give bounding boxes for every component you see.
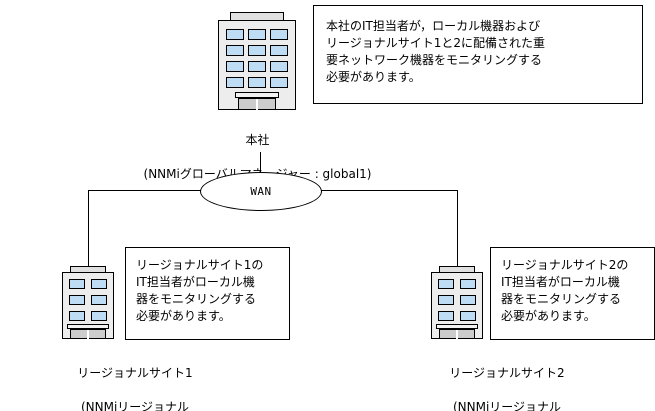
- regional-site-1-building-icon: [62, 266, 114, 339]
- connector-wan-to-site2-vertical: [457, 190, 458, 268]
- regional-site-1-callout-text: リージョナルサイト1の IT担当者がローカル機 器をモニタリングする 必要があり…: [136, 258, 264, 323]
- building-window: [460, 279, 476, 289]
- headquarters-name: 本社: [245, 133, 270, 147]
- building-window: [91, 311, 107, 321]
- building-window: [248, 45, 266, 56]
- connector-wan-to-site1-vertical: [88, 190, 89, 268]
- building-window: [270, 61, 288, 72]
- building-window: [226, 61, 244, 72]
- building-window: [226, 45, 244, 56]
- wan-label: WAN: [250, 185, 272, 198]
- regional-site-2-caption: リージョナルサイト2 (NNMiリージョナル マネージャー : regional…: [372, 348, 642, 411]
- regional-site-1-subtitle: (NNMiリージョナル マネージャー : regional1): [80, 400, 190, 411]
- headquarters-building-icon: [218, 12, 296, 110]
- building-door-split: [87, 330, 89, 339]
- building-window: [460, 295, 476, 305]
- building-window: [460, 311, 476, 321]
- regional-site-2-callout-box: リージョナルサイト2の IT担当者がローカル機 器をモニタリングする 必要があり…: [490, 247, 655, 340]
- regional-site-2-subtitle: (NNMiリージョナル マネージャー : regional2): [452, 400, 562, 411]
- building-window: [438, 295, 454, 305]
- connector-hq-to-wan: [260, 152, 261, 174]
- regional-site-2-name: リージョナルサイト2: [449, 366, 565, 380]
- regional-site-1-callout-box: リージョナルサイト1の IT担当者がローカル機 器をモニタリングする 必要があり…: [125, 247, 290, 340]
- building-window: [91, 279, 107, 289]
- headquarters-callout-text: 本社のIT担当者が，ローカル機器および リージョナルサイト1と2に配備された重 …: [326, 19, 546, 84]
- building-window: [69, 311, 85, 321]
- building-entrance-lintel: [67, 324, 109, 329]
- building-window: [270, 45, 288, 56]
- building-window: [248, 77, 266, 88]
- building-entrance-lintel: [235, 92, 279, 98]
- wan-cloud-icon: WAN: [200, 172, 322, 211]
- building-window: [91, 295, 107, 305]
- building-door-split: [456, 330, 458, 339]
- building-window: [248, 61, 266, 72]
- building-window: [438, 279, 454, 289]
- regional-site-2-building-icon: [431, 266, 483, 339]
- building-window: [248, 29, 266, 40]
- building-window: [270, 77, 288, 88]
- building-window: [69, 295, 85, 305]
- connector-wan-to-site2-horizontal: [319, 190, 458, 191]
- regional-site-2-callout-text: リージョナルサイト2の IT担当者がローカル機 器をモニタリングする 必要があり…: [501, 258, 629, 323]
- building-window: [226, 77, 244, 88]
- building-window: [270, 29, 288, 40]
- building-door-split: [256, 99, 258, 110]
- headquarters-callout-box: 本社のIT担当者が，ローカル機器および リージョナルサイト1と2に配備された重 …: [313, 5, 643, 104]
- building-entrance-lintel: [436, 324, 478, 329]
- regional-site-1-name: リージョナルサイト1: [77, 366, 193, 380]
- building-window: [226, 29, 244, 40]
- building-window: [438, 311, 454, 321]
- building-window: [69, 279, 85, 289]
- regional-site-1-caption: リージョナルサイト1 (NNMiリージョナル マネージャー : regional…: [0, 348, 270, 411]
- connector-wan-to-site1-horizontal: [88, 190, 201, 191]
